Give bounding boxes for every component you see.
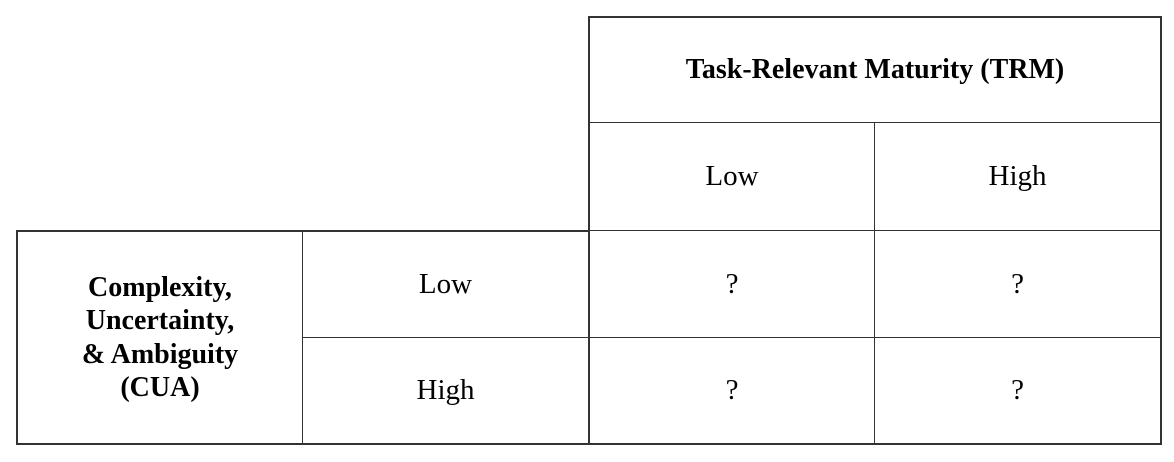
cell-low-cua-high-trm: ?: [874, 230, 1162, 337]
row-header-low: Low: [302, 230, 588, 337]
row-axis-title-line: & Ambiguity: [81, 338, 239, 370]
row-axis-title-line: Uncertainty,: [85, 305, 235, 337]
cell-low-cua-low-trm: ?: [588, 230, 874, 337]
row-axis-title-line: Complexity,: [88, 272, 232, 304]
row-axis-title-line: (CUA): [120, 371, 200, 403]
column-header-low: Low: [588, 122, 874, 230]
cell-high-cua-high-trm: ?: [874, 337, 1162, 445]
cell-high-cua-low-trm: ?: [588, 337, 874, 445]
column-header-high: High: [874, 122, 1162, 230]
row-axis-title: Complexity, Uncertainty, & Ambiguity (CU…: [16, 230, 302, 445]
column-axis-title: Task-Relevant Maturity (TRM): [588, 16, 1162, 122]
row-header-high: High: [302, 337, 588, 445]
